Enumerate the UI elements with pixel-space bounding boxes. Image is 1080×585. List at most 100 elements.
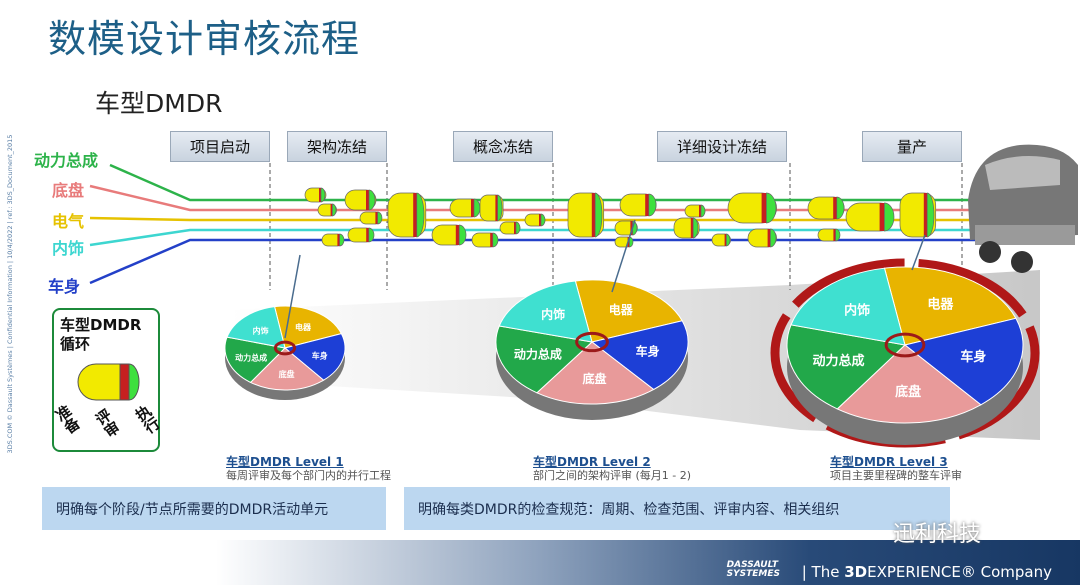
lane-label-powertrain: 动力总成 xyxy=(34,151,99,170)
pie-label: 车身 xyxy=(636,344,660,359)
dmdr-capsule xyxy=(479,194,504,222)
cycle-icon xyxy=(575,331,609,353)
dmdr-capsule xyxy=(347,227,375,243)
pie-label: 车身 xyxy=(312,351,328,361)
dmdr-capsule xyxy=(471,232,499,248)
pie-slice xyxy=(836,344,982,424)
pie-label: 内饰 xyxy=(253,325,269,335)
phase-architecture-freeze: 架构冻结 xyxy=(287,131,387,162)
phase-production: 量产 xyxy=(862,131,962,162)
lane-line xyxy=(89,228,975,247)
dmdr-capsule xyxy=(684,204,706,218)
pie-label: 底盘 xyxy=(895,384,921,400)
pie-slice xyxy=(536,341,655,405)
pie-slice xyxy=(226,306,286,349)
level-2-name: 车型DMDR Level 2 xyxy=(533,455,651,469)
cycle-icon xyxy=(273,340,297,356)
pie-slice xyxy=(498,280,593,343)
pie-label: 电器 xyxy=(295,322,312,332)
pie-slice xyxy=(495,325,594,394)
dmdr-capsule xyxy=(614,236,634,248)
cycle-icon xyxy=(884,332,926,358)
arrow-level2 xyxy=(611,219,636,293)
pie-slice xyxy=(249,347,325,391)
pie-slice xyxy=(790,267,906,346)
lane-label-body: 车身 xyxy=(48,277,81,296)
pie-label: 电器 xyxy=(609,302,634,317)
pie-label: 动力总成 xyxy=(514,347,562,362)
legend-title: 车型DMDR 循环 xyxy=(60,316,142,353)
lane-line xyxy=(89,216,975,222)
dmdr-capsule xyxy=(304,187,327,203)
page-title: 数模设计审核流程 xyxy=(48,17,361,61)
brand-tagline: | The 3DEXPERIENCE® Company xyxy=(801,563,1052,581)
arrow-level1 xyxy=(284,254,301,339)
pie-label: 内饰 xyxy=(844,302,870,318)
pie-label: 电器 xyxy=(927,296,954,312)
pie-label: 底盘 xyxy=(583,371,607,386)
dmdr-capsule xyxy=(499,221,521,235)
dmdr-capsule xyxy=(387,192,427,238)
level-3-desc: 项目主要里程碑的整车评审 xyxy=(830,469,962,482)
legend-box: 车型DMDR 循环 准备 评审 执行 xyxy=(51,308,163,452)
pie-label: 动力总成 xyxy=(235,353,267,363)
level-3-name: 车型DMDR Level 3 xyxy=(830,455,948,469)
dmdr-capsule xyxy=(845,202,895,232)
note-check-spec: 明确每类DMDR的检查规范：周期、检查范围、评审内容、相关组织 xyxy=(404,487,950,530)
watermark: 迅利科技 xyxy=(893,522,982,547)
pie-slice xyxy=(574,279,683,343)
lane-label-electrical: 电气 xyxy=(52,212,85,231)
dmdr-capsule xyxy=(747,228,777,248)
dmdr-capsule xyxy=(321,233,345,247)
pie-slice xyxy=(283,333,346,381)
dmdr-capsule xyxy=(807,196,845,220)
subtitle: 车型DMDR xyxy=(95,89,223,118)
legend-capsule xyxy=(77,363,140,401)
pie-slice xyxy=(883,266,1017,346)
legend-stage-review: 评审 xyxy=(91,405,124,441)
level-1-desc: 每周评审及每个部门内的并行工程 xyxy=(226,469,391,482)
phase-detail-design-freeze: 详细设计冻结 xyxy=(657,131,787,162)
lane-label-chassis: 底盘 xyxy=(52,181,85,200)
phase-project-start: 项目启动 xyxy=(170,131,270,162)
dmdr-capsule xyxy=(727,192,777,224)
level-2-desc: 部门之间的架构评审 (每月1 - 2) xyxy=(533,469,692,482)
dmdr-capsule xyxy=(317,203,337,217)
dmdr-capsules xyxy=(304,187,937,248)
pie-label: 动力总成 xyxy=(812,353,864,369)
pie-slice xyxy=(903,317,1024,406)
dmdr-capsule xyxy=(673,217,700,239)
lane-line xyxy=(89,184,975,212)
dmdr-capsule xyxy=(711,233,731,247)
legend-stage-prepare: 准备 xyxy=(51,401,84,437)
dmdr-capsule xyxy=(817,228,841,242)
dmdr-capsule xyxy=(567,192,605,238)
dmdr-capsule xyxy=(899,192,937,238)
dmdr-capsule xyxy=(344,189,377,211)
dmdr-capsule xyxy=(359,211,383,225)
car-image xyxy=(968,144,1078,273)
arrow-level3 xyxy=(911,234,926,271)
pie-label: 内饰 xyxy=(541,307,565,322)
footer-bar xyxy=(0,540,1080,585)
dmdr-capsule xyxy=(619,193,657,217)
dmdr-capsule xyxy=(431,224,467,246)
pie-label: 车身 xyxy=(960,349,986,365)
dmdr-capsule xyxy=(449,198,481,218)
pie-slice xyxy=(786,324,907,410)
pie-slice xyxy=(224,336,287,384)
pie-slice xyxy=(590,320,689,391)
pie-label: 底盘 xyxy=(278,369,295,379)
dmdr-capsule xyxy=(524,213,546,227)
lane-line xyxy=(109,163,975,202)
lane-label-interior: 内饰 xyxy=(52,239,85,258)
level-1-name: 车型DMDR Level 1 xyxy=(226,455,344,469)
